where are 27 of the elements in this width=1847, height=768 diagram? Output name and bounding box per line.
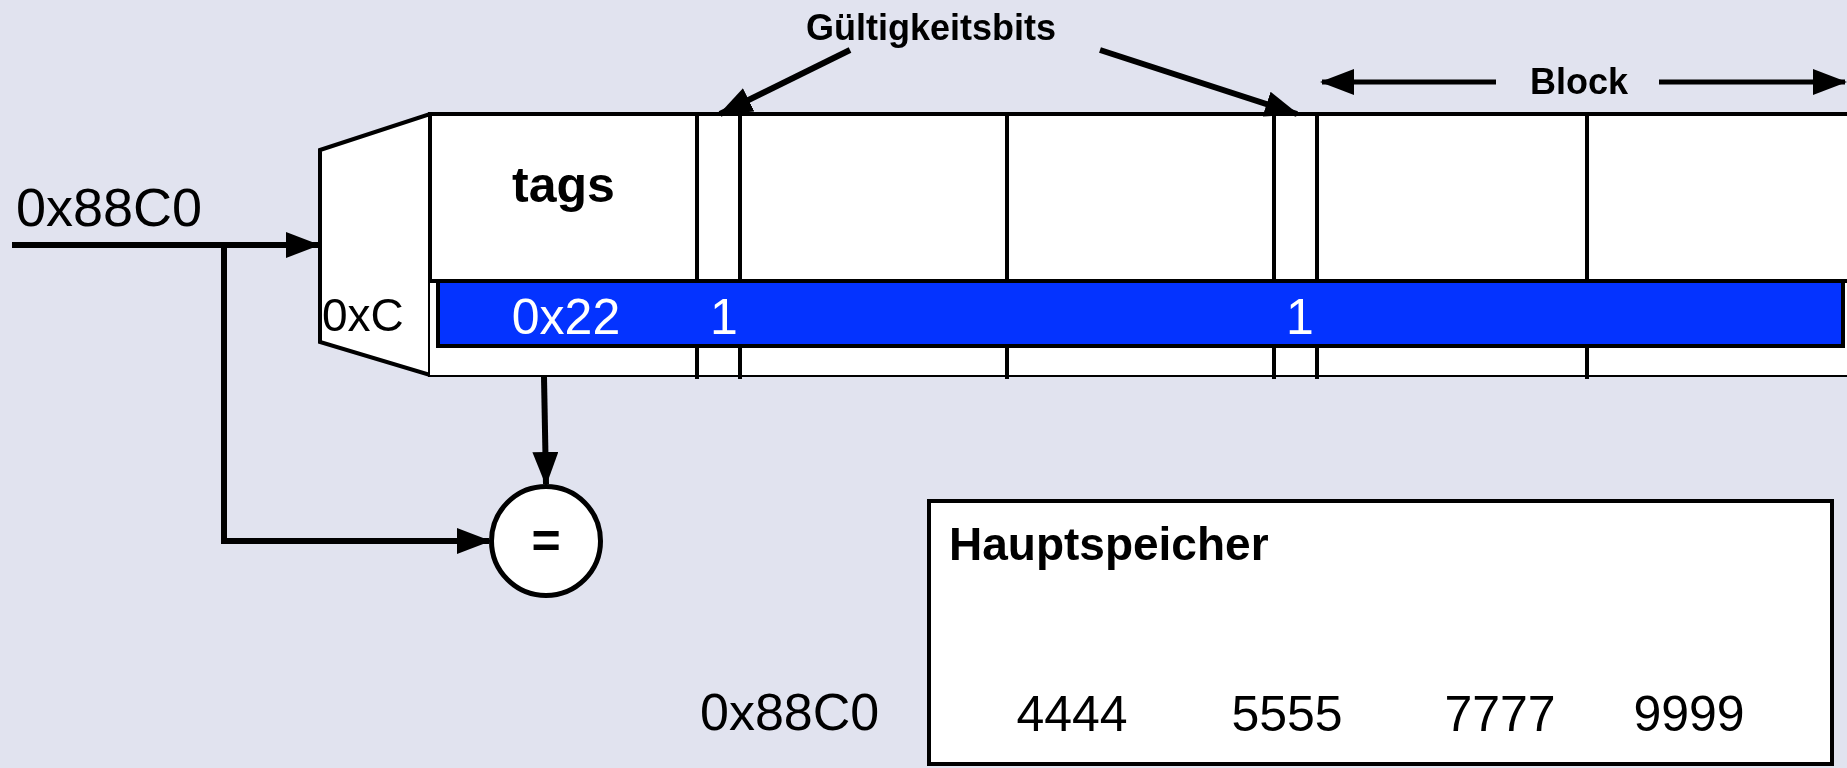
data-word-cell xyxy=(1587,114,1847,283)
arrow xyxy=(718,47,852,117)
arrow xyxy=(1099,47,1299,117)
tag-value: 0x22 xyxy=(511,292,621,342)
data-word-cell xyxy=(1317,114,1587,283)
memory-value: 5555 xyxy=(1231,689,1343,739)
arrow xyxy=(221,245,491,554)
memory-value: 4444 xyxy=(1016,689,1128,739)
data-word-cell xyxy=(740,114,1007,283)
memory-value: 9999 xyxy=(1633,689,1745,739)
dimension-label: Block xyxy=(1530,64,1629,100)
memory-box xyxy=(927,499,1834,766)
annotation-text: Gültigkeitsbits xyxy=(806,10,1057,46)
valid-bit-value: 1 xyxy=(710,292,738,342)
operator-symbol: = xyxy=(531,516,561,566)
arrow xyxy=(532,376,559,486)
memory-value: 7777 xyxy=(1444,689,1556,739)
valid-bit-value: 1 xyxy=(1286,292,1314,342)
data-word-cell xyxy=(1007,114,1274,283)
cache-line-row xyxy=(436,283,1845,348)
valid-bit-cell xyxy=(1274,114,1317,283)
column-heading: tags xyxy=(512,160,615,210)
index-label: 0xC xyxy=(322,292,404,338)
arrow xyxy=(12,232,320,258)
tag-column-cell xyxy=(430,114,697,283)
valid-bit-cell xyxy=(697,114,740,283)
address-label: 0x88C0 xyxy=(700,686,880,738)
